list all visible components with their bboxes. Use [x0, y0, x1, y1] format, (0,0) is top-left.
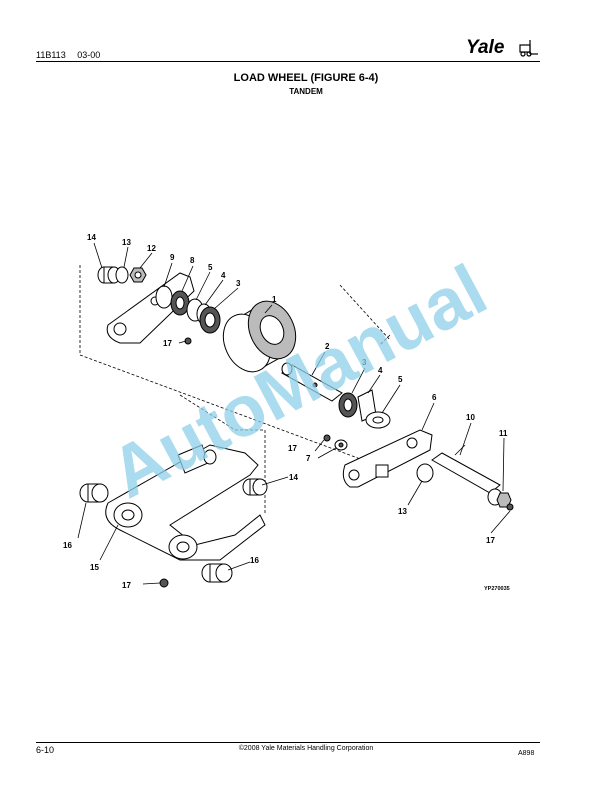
bearing-8 [170, 290, 190, 316]
left-side-plate [106, 272, 195, 344]
right-side-plate-6 [342, 429, 433, 488]
bushing-16-left [79, 483, 109, 503]
callout-7: 7 [306, 454, 311, 463]
callout-1: 1 [272, 295, 277, 304]
axle-2 [281, 362, 343, 402]
callout-4-left: 4 [221, 271, 226, 280]
callout-4-right: 4 [378, 366, 383, 375]
callout-17-shaft: 17 [486, 536, 495, 545]
callout-14-top: 14 [87, 233, 96, 242]
page-title: LOAD WHEEL (FIGURE 6-4) [233, 72, 379, 84]
callout-3-right: 3 [362, 358, 367, 367]
yale-logo: Yale [466, 37, 538, 58]
copyright: ©2008 Yale Materials Handling Corporatio… [238, 745, 374, 752]
bushing-16-right [201, 563, 233, 583]
callout-15: 15 [90, 563, 99, 572]
forklift-icon [519, 40, 538, 57]
callout-14-lower: 14 [289, 473, 298, 482]
callout-5-left: 5 [208, 263, 213, 272]
bushing-14-lower [242, 478, 268, 496]
page-subtitle: TANDEM [289, 87, 323, 96]
header-rule [36, 61, 540, 62]
callout-12-top: 12 [147, 244, 156, 253]
bearing-3-right [338, 392, 358, 418]
callout-17-left-plate: 17 [163, 339, 172, 348]
footer-rule [36, 742, 540, 743]
callout-8: 8 [190, 256, 195, 265]
callout-17-bottom: 17 [122, 581, 131, 590]
load-wheel-1 [222, 300, 297, 373]
nut-12 [129, 267, 147, 283]
tandem-frame-15 [105, 444, 266, 561]
doc-date: 03-00 [77, 50, 101, 60]
bearing-3 [199, 306, 221, 334]
exploded-diagram: 14 13 12 9 8 5 4 3 1 17 2 3 4 5 6 10 11 … [63, 233, 514, 590]
callout-16-left: 16 [63, 541, 72, 550]
spacer-13 [115, 266, 129, 284]
callout-11: 11 [499, 429, 508, 438]
callout-10: 10 [466, 413, 475, 422]
figure-code: YP270035 [484, 586, 510, 592]
fitting-17-shaft [506, 503, 514, 511]
callout-13-right: 13 [398, 507, 407, 516]
callout-5-right: 5 [398, 375, 403, 384]
brand-text: Yale [466, 37, 505, 58]
spacer-13-right [416, 463, 434, 483]
callout-9: 9 [170, 253, 175, 262]
assembly-lines [79, 265, 391, 515]
washer-7 [334, 439, 348, 451]
fitting-17-right-plate [323, 434, 331, 442]
shaft-10 [431, 444, 503, 506]
doc-number: 11B113 [36, 50, 66, 60]
callout-16-right: 16 [250, 556, 259, 565]
leader-lines [77, 242, 511, 585]
document-header: 11B113 03-00 [36, 50, 100, 60]
washer-5-right [365, 411, 391, 429]
callout-17-right-plate: 17 [288, 444, 297, 453]
callout-13-top: 13 [122, 238, 131, 247]
seal-9 [155, 285, 173, 309]
callout-labels: 14 13 12 9 8 5 4 3 1 17 2 3 4 5 6 10 11 … [63, 233, 508, 590]
page-number: 6-10 [36, 745, 55, 755]
footer-code: A898 [518, 750, 535, 757]
callout-3-left: 3 [236, 279, 241, 288]
callout-2: 2 [325, 342, 330, 351]
callout-6: 6 [432, 393, 437, 402]
fitting-17-bottom [159, 578, 169, 588]
